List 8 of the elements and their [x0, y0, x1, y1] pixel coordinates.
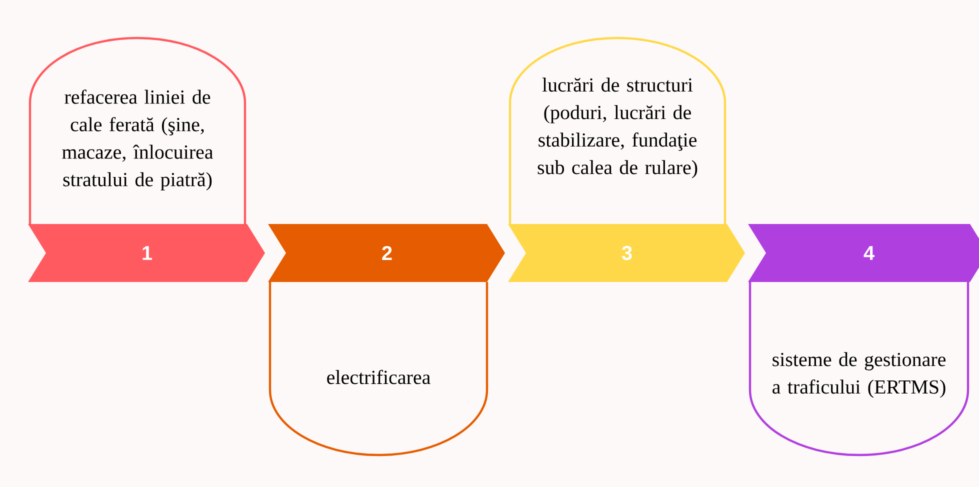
text-card: electrificarea [268, 282, 488, 456]
chevron-step: 1 [28, 224, 265, 282]
text-card: refacerea liniei de cale ferată (şine, macaze, înlocuirea stratului de piatră) [28, 36, 246, 224]
text-card: sisteme de gestionare a traficului (ERTMS) [748, 282, 970, 456]
chevron-step: 3 [508, 224, 745, 282]
text-card: lucrări de structuri (poduri, lucrări de stabilizare, fundaţie sub calea de rulare) [508, 36, 726, 224]
chevron-step: 4 [748, 224, 979, 282]
chevron-step: 2 [268, 224, 505, 282]
